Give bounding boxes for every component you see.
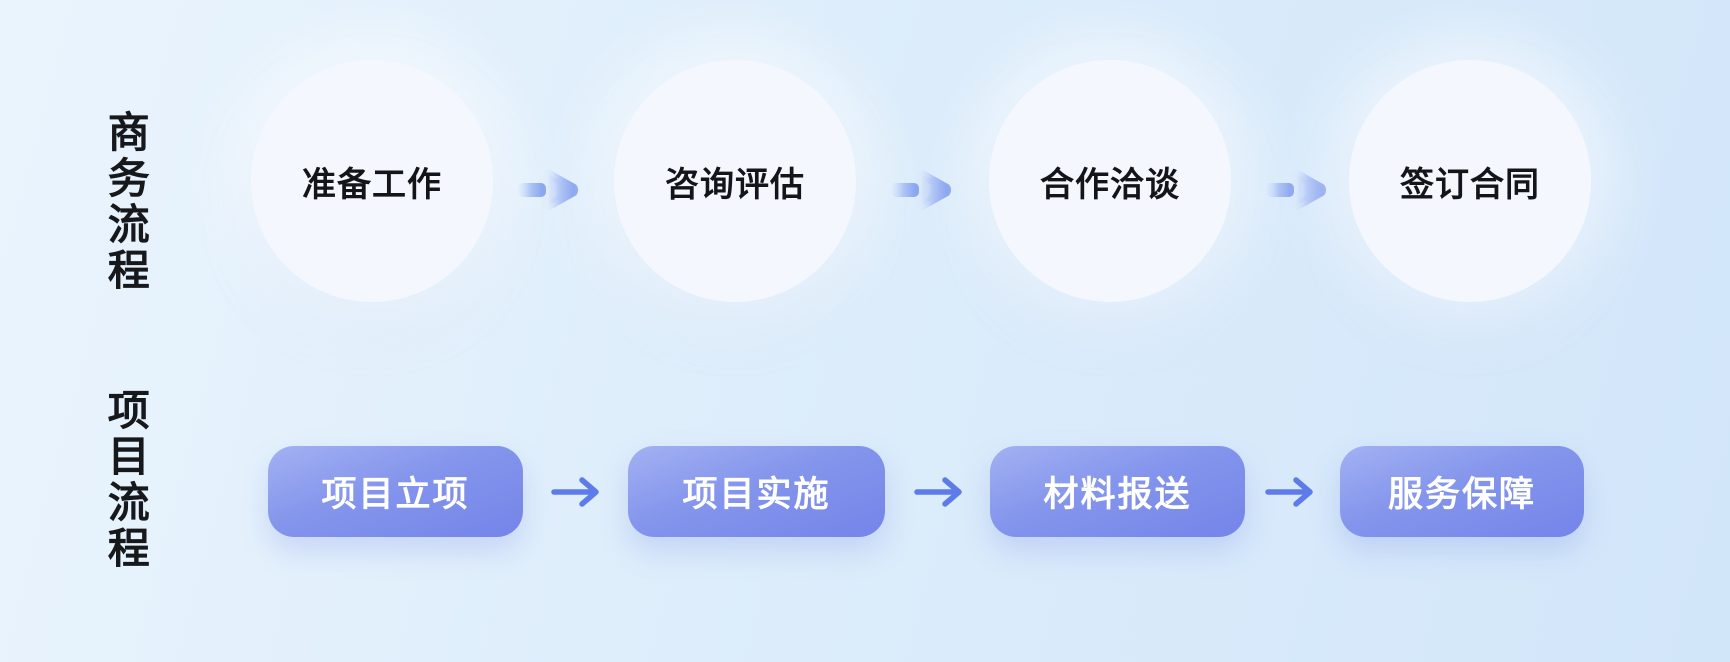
business-flow-row-label: 商务流程 [102, 110, 150, 294]
business-step-circle-1: 准备工作 [251, 60, 493, 302]
business-step-circle-4: 签订合同 [1349, 60, 1591, 302]
project-flow-row-label: 项目流程 [102, 388, 150, 572]
arrow-right-icon [518, 169, 579, 211]
business-step-label-2: 咨询评估 [665, 165, 805, 204]
project-step-pill-1: 项目立项 [268, 446, 523, 537]
arrow-right-icon [891, 169, 952, 211]
project-step-label-2: 项目实施 [682, 475, 831, 514]
arrow-right-icon [551, 477, 599, 507]
project-step-pill-2: 项目实施 [628, 446, 885, 537]
project-step-pill-3: 材料报送 [990, 446, 1245, 537]
business-step-circle-2: 咨询评估 [614, 60, 856, 302]
business-step-label-1: 准备工作 [302, 165, 442, 204]
arrow-right-icon [1266, 169, 1327, 211]
project-step-label-3: 材料报送 [1043, 475, 1192, 514]
business-step-label-3: 合作洽谈 [1040, 165, 1180, 204]
arrow-right-icon [914, 477, 962, 507]
project-step-label-4: 服务保障 [1387, 475, 1536, 514]
business-step-circle-3: 合作洽谈 [989, 60, 1231, 302]
business-step-label-4: 签订合同 [1400, 165, 1540, 204]
project-step-label-1: 项目立项 [321, 475, 470, 514]
arrow-right-icon [1265, 477, 1313, 507]
project-step-pill-4: 服务保障 [1340, 446, 1584, 537]
